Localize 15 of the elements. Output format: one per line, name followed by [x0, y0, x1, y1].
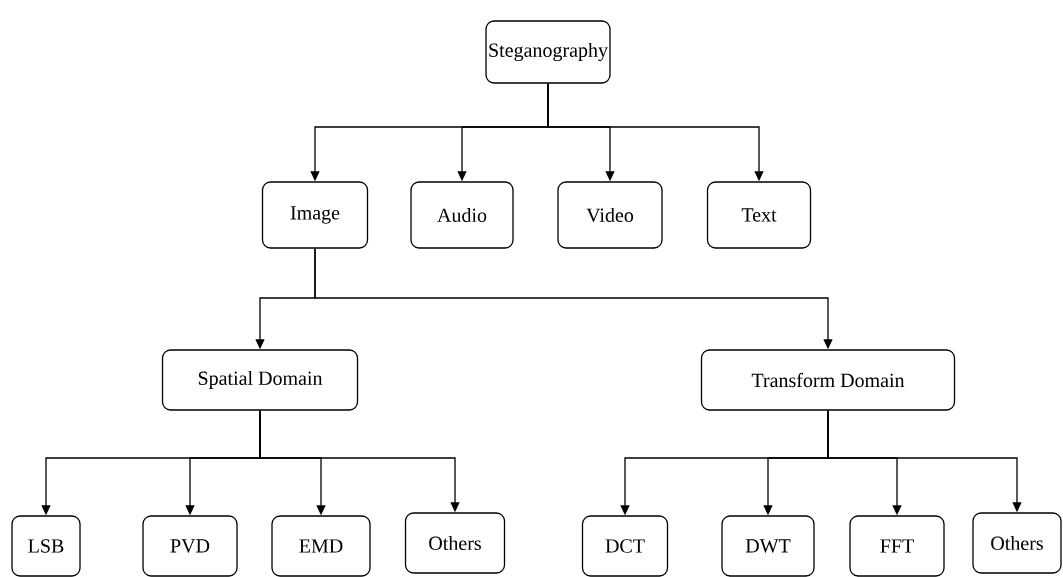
category-box: Others — [972, 512, 1062, 574]
category-box: Audio — [410, 181, 514, 249]
category-box: DCT — [581, 515, 669, 577]
category-box: Others — [404, 512, 506, 574]
category-box: Transform Domain — [700, 349, 956, 411]
category-box: EMD — [271, 515, 371, 577]
category-box: Steganography — [485, 20, 611, 84]
category-box: Text — [706, 181, 812, 249]
category-box: Spatial Domain — [161, 349, 359, 411]
category-box: LSB — [11, 515, 81, 577]
category-box: PVD — [142, 515, 238, 577]
category-box: Video — [557, 181, 663, 249]
category-box: FFT — [849, 515, 945, 577]
category-box: Image — [261, 181, 369, 249]
category-box: DWT — [721, 515, 815, 577]
